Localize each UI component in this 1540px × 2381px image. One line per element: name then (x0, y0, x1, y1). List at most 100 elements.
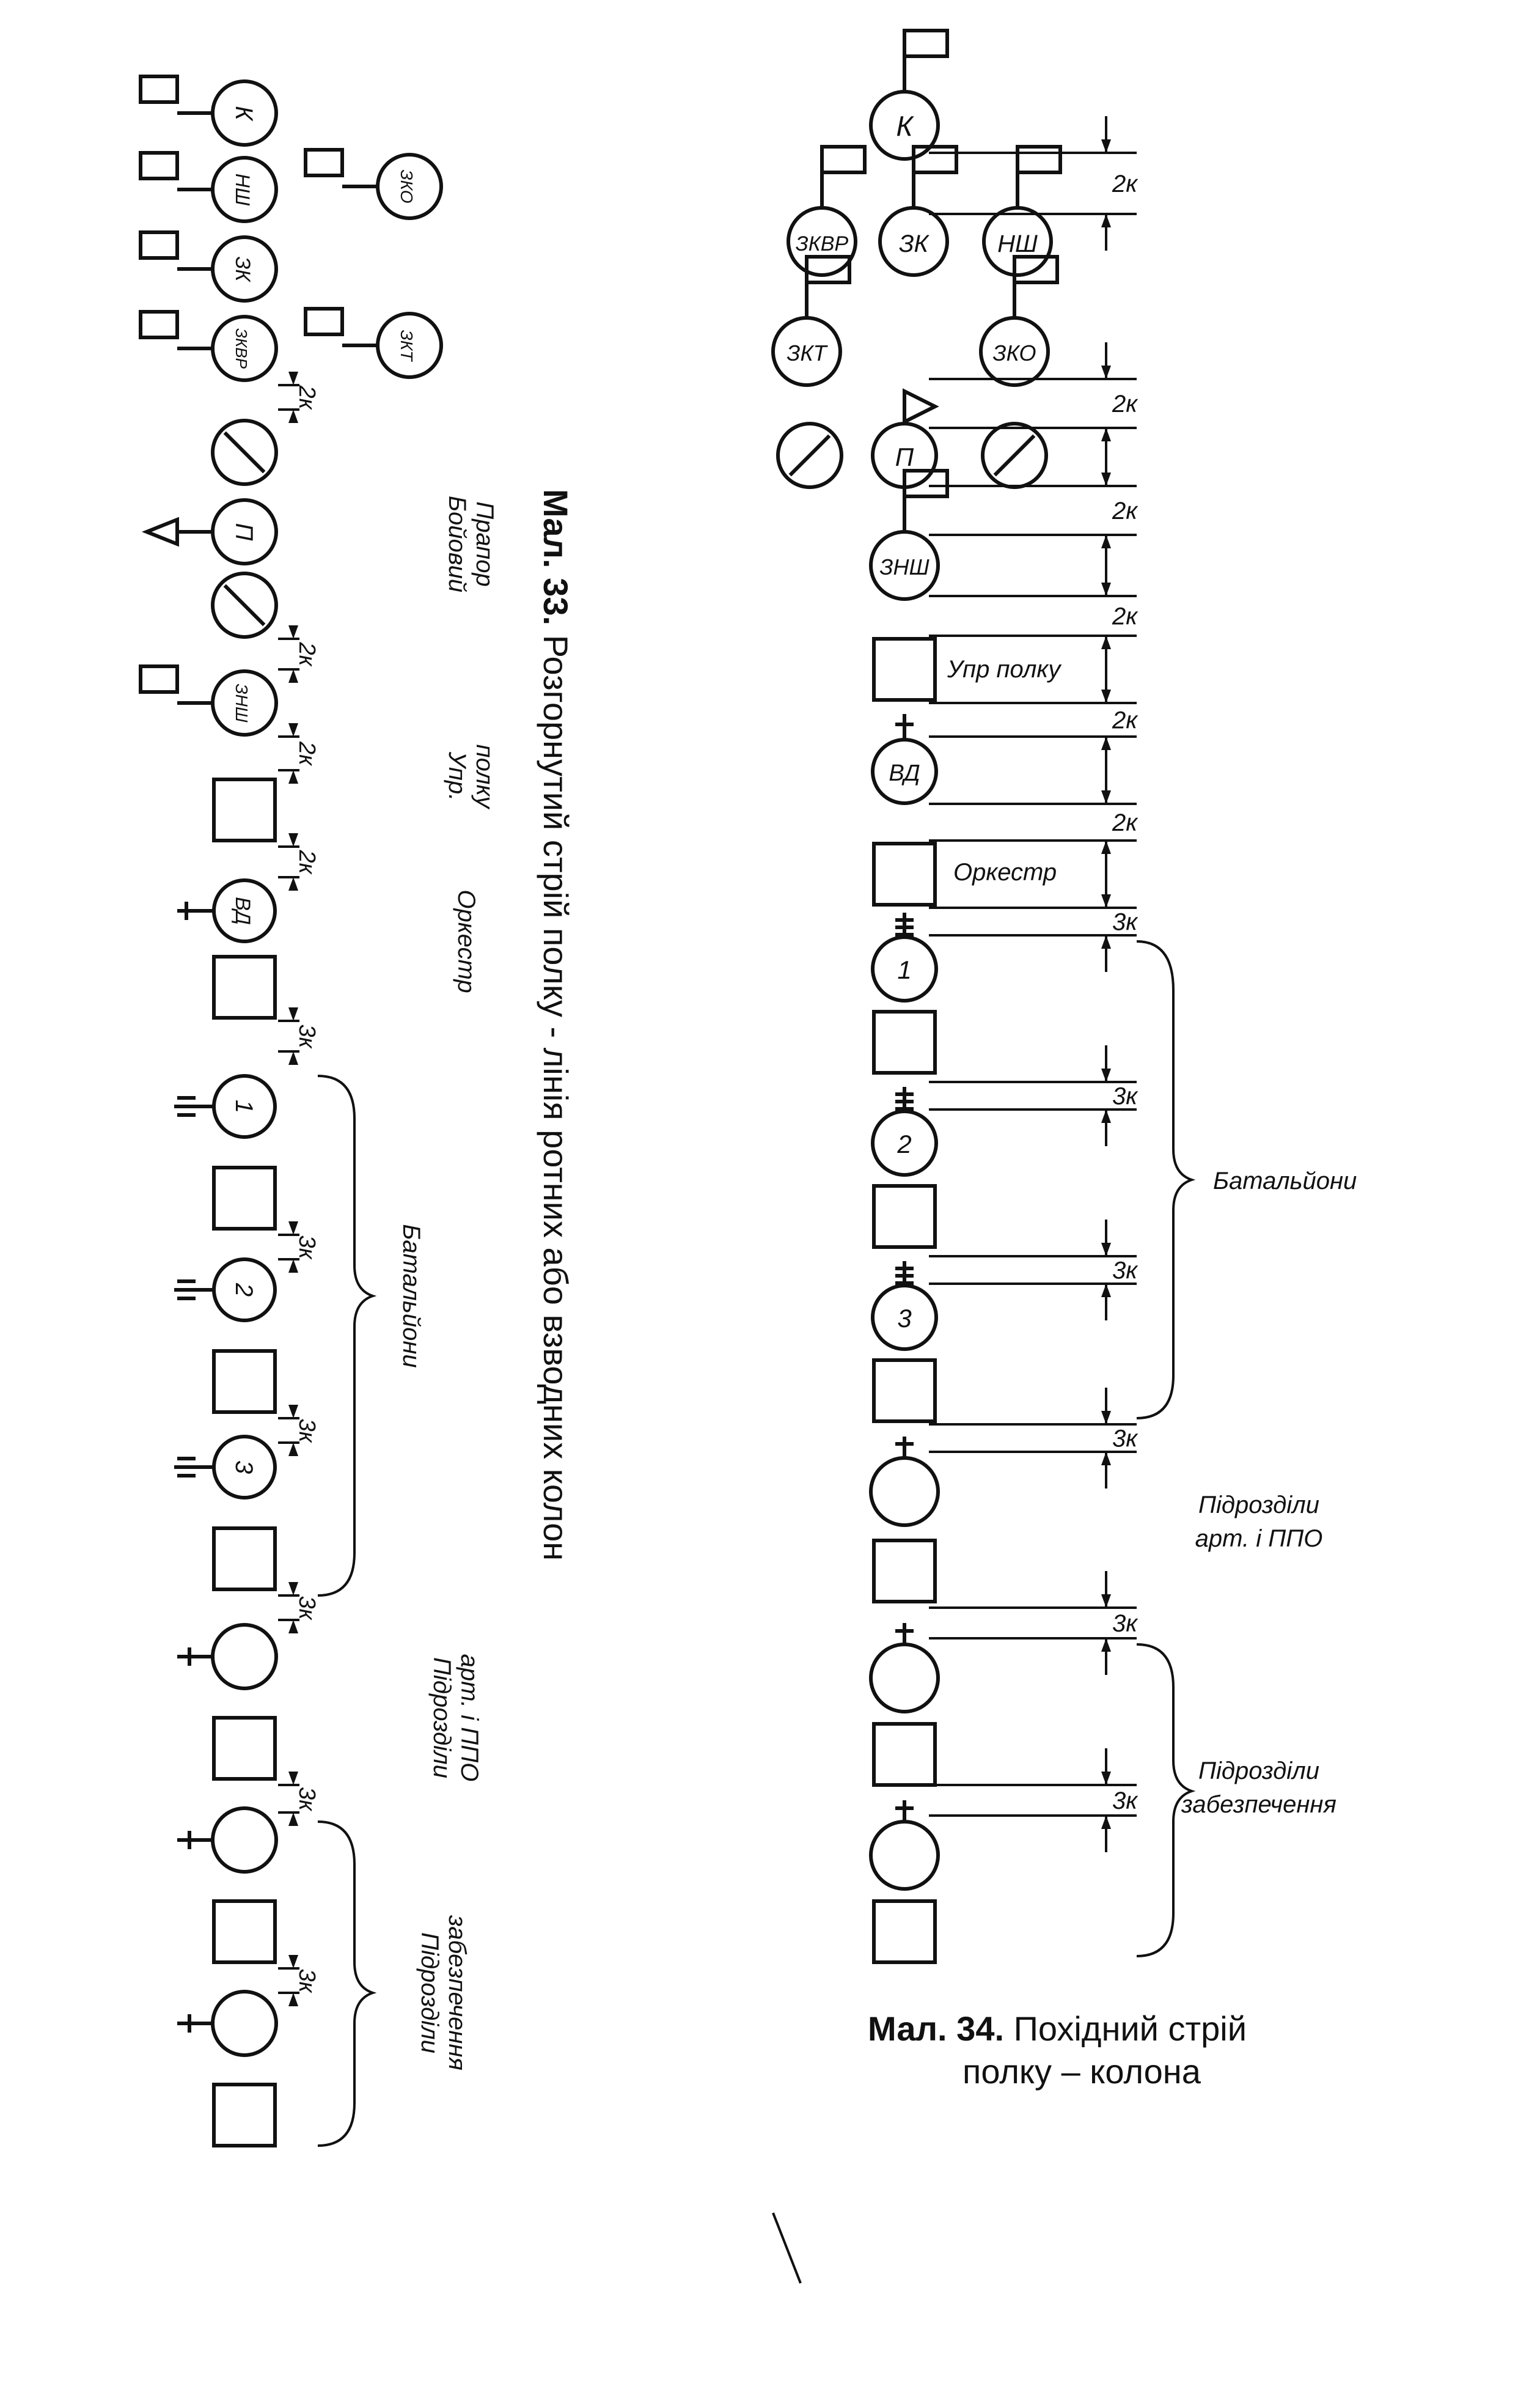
spacing-label-0: 2к (1112, 171, 1138, 197)
f33-spacing-label-bat-2: 3к (294, 1595, 320, 1621)
f33-band-box (212, 955, 277, 1020)
artillery-caption-2: арт. і ППО (1195, 1525, 1323, 1552)
hq-caption: Упр полку (947, 656, 1062, 683)
chief-of-staff-flag (1016, 145, 1062, 174)
spacing-arrow-up-bat-1 (1101, 1110, 1111, 1123)
f33-flag-caption-1: Бойовий (444, 496, 471, 592)
f33-arrow-a-3 (288, 833, 298, 847)
deputy-zkt-label: ЗКТ (787, 340, 828, 366)
f33-artillery-box (212, 1716, 277, 1781)
f33-arrow-b-bat-2 (288, 1620, 298, 1633)
f33-flag-escort-a-slash (223, 431, 266, 474)
f33-arrow-b-3 (288, 877, 298, 891)
spacing-label-art: 3к (1112, 1426, 1138, 1452)
f33-band-caption: Оркестр (453, 889, 480, 993)
artillery-caption-1: Підрозділи (1198, 1492, 1319, 1518)
f33-support-1-box (212, 1899, 277, 1964)
f33-flag-escort-a (211, 419, 278, 486)
band-box (872, 842, 937, 907)
f33-arrow-b-6 (288, 1993, 298, 2006)
f33-arrow-b-4 (288, 1051, 298, 1065)
f33-hq-znsh-label: ЗНШ (232, 683, 251, 722)
f33-arrow-a-0 (288, 372, 298, 385)
f33-flag-pennant (141, 517, 179, 547)
spacing-arrow-down-0 (1101, 139, 1111, 153)
f33-arrow-a-5 (288, 1772, 298, 1785)
spacing-arrow-up-sup-0 (1101, 1638, 1111, 1652)
band-leader-label: ВД (889, 760, 920, 786)
f33-flag-escort-b (211, 572, 278, 639)
hq-znsh-flag (903, 469, 949, 498)
support-brace (1136, 1643, 1196, 1957)
figure-33-caption-number: Мал. 33. (537, 489, 575, 625)
spacing-arrow-down-bat-0 (1101, 894, 1111, 908)
f33-hq-caption-2: полку (471, 745, 498, 811)
spacing-label-3: 2к (1112, 603, 1138, 630)
f33-spacing-label-6: 3к (294, 1968, 320, 1993)
f33-support-brace (317, 1820, 377, 2147)
flag-bearer-label: П (895, 443, 914, 471)
hq-znsh-label: ЗНШ (879, 554, 930, 580)
spacing-arrow-down-4 (1101, 690, 1111, 703)
f33-arrow-b-2 (288, 770, 298, 784)
f33-support-2-circle (211, 1990, 278, 2057)
battalion-3-label: 3 (897, 1304, 911, 1333)
chief-of-staff-label: НШ (997, 230, 1038, 257)
f33-spacing-label-0: 2к (294, 385, 320, 410)
f33-commander-flag (139, 75, 179, 104)
f33-hq-znsh-flag (139, 664, 179, 694)
spacing-arrow-down-sup-0 (1101, 1594, 1111, 1608)
f33-arrow-b-5 (288, 1812, 298, 1826)
f33-band-leader-label: ВД (231, 897, 254, 925)
f33-flag-bearer-label: П (230, 523, 257, 542)
f33-deputy-zkt-flag (304, 307, 344, 336)
f33-hq-caption-1: Упр. (444, 751, 471, 801)
stray-mark (772, 2212, 802, 2284)
spacing-arrow-up-5 (1101, 841, 1111, 854)
spacing-arrow-up-bat-2 (1101, 1284, 1111, 1297)
spacing-arrow-down-bat-2 (1101, 1243, 1111, 1256)
artillery-box (872, 1539, 937, 1603)
spacing-label-2: 2к (1112, 498, 1138, 524)
spacing-arrow-down-5 (1101, 790, 1111, 804)
f33-deputy-zkvr-flag (139, 310, 179, 339)
band-caption: Оркестр (953, 859, 1057, 886)
f33-artillery-circle (211, 1623, 278, 1690)
f33-battalions-caption: Батальйони (398, 1224, 425, 1367)
spacing-arrow-up-art (1101, 1452, 1111, 1465)
spacing-label-bat-0: 3к (1112, 909, 1138, 936)
deputy-zk-label: ЗК (899, 230, 930, 257)
flag-escort-left-slash (788, 434, 831, 477)
hq-box (872, 637, 937, 702)
f33-chief-of-staff-label: НШ (232, 174, 254, 206)
f33-spacing-label-bat-1: 3к (294, 1418, 320, 1443)
commander-flag (903, 29, 949, 58)
f33-spacing-label-4: 3к (294, 1024, 320, 1049)
f33-arrow-b-0 (288, 410, 298, 423)
spacing-arrow-down-sup-1 (1101, 1772, 1111, 1785)
f33-deputy-zk-flag (139, 230, 179, 260)
flag-pennant (903, 388, 939, 425)
flag-escort-right-slash (993, 434, 1036, 477)
deputy-zkvr-label: ЗКВР (796, 232, 849, 256)
f33-support-caption-1: Підрозділи (416, 1932, 443, 2053)
commander-label: К (896, 110, 914, 142)
f33-support-caption-2: забезпечення (444, 1915, 471, 2070)
spacing-label-1: 2к (1112, 391, 1138, 418)
spacing-label-5: 2к (1112, 809, 1138, 836)
figure-33-caption-text: Розгорнутий стрій полку - лінія ротних а… (537, 625, 575, 1561)
spacing-arrow-up-0 (1101, 214, 1111, 227)
f33-flag-escort-b-slash (223, 584, 266, 627)
f33-spacing-label-3: 2к (294, 849, 320, 875)
f33-spacing-label-2: 2к (294, 741, 320, 767)
f33-commander-label: К (230, 106, 257, 122)
spacing-label-sup-0: 3к (1112, 1610, 1138, 1637)
f33-support-2-box (212, 2083, 277, 2147)
spacing-arrow-up-bat-0 (1101, 935, 1111, 949)
support-caption-2: забезпечення (1181, 1791, 1336, 1818)
deputy-zkt-flag (805, 255, 851, 284)
battalion-3-box (872, 1358, 937, 1423)
